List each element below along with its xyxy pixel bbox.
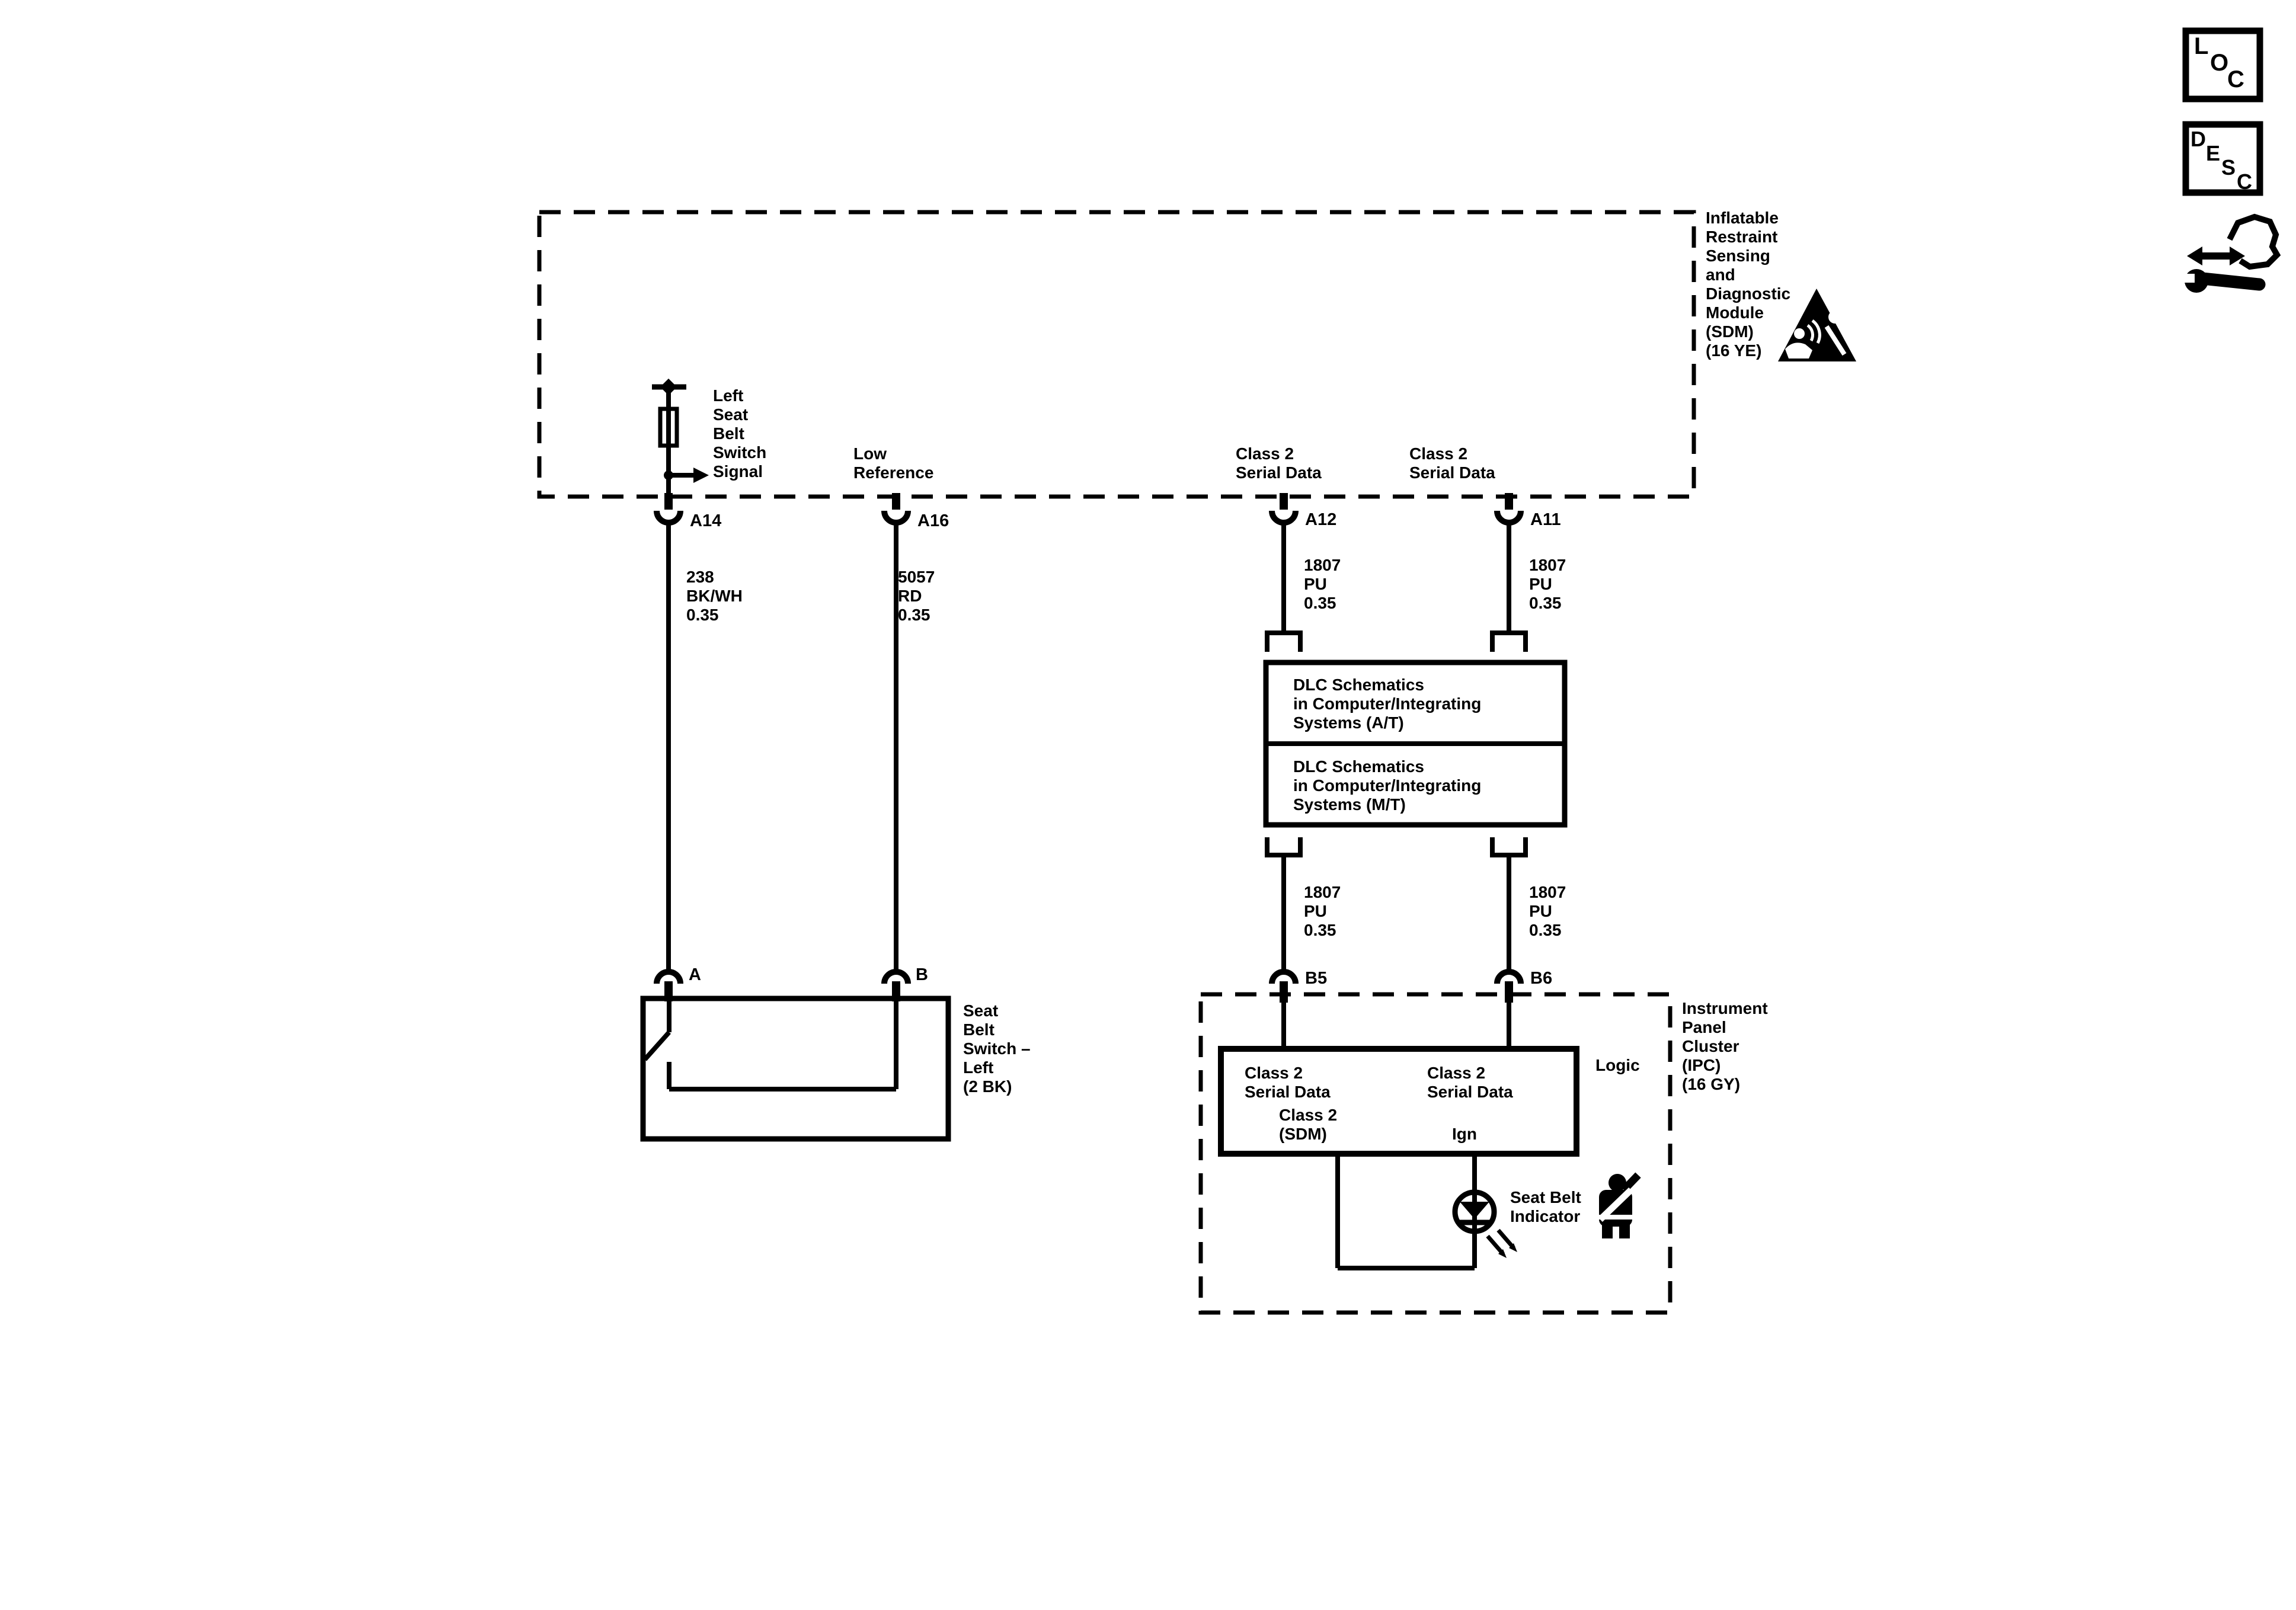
connector-a16 xyxy=(881,493,911,526)
loc-link-button[interactable] xyxy=(2182,27,2263,103)
seat-belt-switch-box xyxy=(640,996,951,1142)
ipc-ign-label: Ign xyxy=(1452,1125,1477,1143)
sdm-dashed-box xyxy=(537,210,1696,499)
signal-left-seat-belt-switch: Left Seat Belt Switch Signal xyxy=(713,386,767,481)
seat-belt-indicator-lamp xyxy=(1452,1189,1517,1258)
dlc-bracket-top-left xyxy=(1265,630,1303,652)
pin-label-a12: A12 xyxy=(1305,510,1337,529)
airbag-warning-icon xyxy=(1778,289,1856,361)
connector-b5 xyxy=(1269,969,1299,1003)
pin-label-b6: B6 xyxy=(1530,969,1553,988)
lamp-light-arrows xyxy=(1486,1228,1517,1258)
pin-label-a: A xyxy=(689,965,701,984)
connector-a xyxy=(654,969,683,1001)
connector-b6 xyxy=(1494,969,1524,1003)
loc-letter-o: O xyxy=(2210,50,2229,76)
pin-label-a11: A11 xyxy=(1530,510,1561,529)
dlc-schematics-mt-label[interactable]: DLC Schematics in Computer/Integrating S… xyxy=(1293,757,1482,814)
desc-link-button[interactable] xyxy=(2182,121,2263,196)
desc-letter-e: E xyxy=(2206,141,2221,165)
connector-b xyxy=(881,969,911,1001)
dlc-bracket-bottom-left xyxy=(1265,837,1303,857)
signal-class2-serial-data-a11: Class 2 Serial Data xyxy=(1409,444,1495,482)
wrench-icon xyxy=(2185,269,2266,293)
signal-low-reference: Low Reference xyxy=(853,444,934,482)
signal-class2-serial-data-a12: Class 2 Serial Data xyxy=(1236,444,1322,482)
dlc-bracket-bottom-right xyxy=(1490,837,1528,857)
pin-label-b: B xyxy=(916,965,928,984)
dlc-bracket-top-right xyxy=(1490,630,1528,652)
wire-label-1807-lower-right: 1807 PU 0.35 xyxy=(1529,883,1566,939)
switch-contact-symbol xyxy=(643,998,898,1092)
signal-arrow xyxy=(669,468,709,483)
seat-belt-indicator-label: Seat Belt Indicator xyxy=(1510,1188,1581,1225)
connector-a12 xyxy=(1269,493,1299,526)
ipc-class2-serial-data-left: Class 2 Serial Data xyxy=(1245,1064,1331,1101)
wire-label-1807-upper-right: 1807 PU 0.35 xyxy=(1529,556,1566,612)
wire-label-5057-rd: 5057 RD 0.35 xyxy=(898,568,935,624)
pin-label-b5: B5 xyxy=(1305,969,1328,988)
double-arrow-icon xyxy=(2187,247,2245,265)
loc-letter-c: C xyxy=(2227,66,2244,92)
wire-label-1807-lower-left: 1807 PU 0.35 xyxy=(1304,883,1341,939)
ipc-logic-label: Logic xyxy=(1595,1056,1640,1074)
ipc-logic-box xyxy=(1218,1046,1579,1157)
ipc-dashed-box xyxy=(1198,992,1673,1315)
seat-belt-switch-label: Seat Belt Switch – Left (2 BK) xyxy=(963,1001,1031,1096)
pin-label-a14: A14 xyxy=(690,511,722,530)
seat-belt-icon xyxy=(1598,1172,1641,1238)
wire-label-238-bkwh: 238 BK/WH 0.35 xyxy=(686,568,743,624)
dlc-schematics-at-label[interactable]: DLC Schematics in Computer/Integrating S… xyxy=(1293,676,1482,732)
connector-a14 xyxy=(654,493,683,526)
sdm-module-label: Inflatable Restraint Sensing and Diagnos… xyxy=(1706,209,1791,360)
pin-label-a16: A16 xyxy=(917,511,949,530)
desc-letter-d: D xyxy=(2191,127,2206,151)
ipc-module-label: Instrument Panel Cluster (IPC) (16 GY) xyxy=(1682,999,1768,1093)
wire-label-1807-upper-left: 1807 PU 0.35 xyxy=(1304,556,1341,612)
ipc-class2-sdm-label: Class 2 (SDM) xyxy=(1279,1106,1338,1143)
connector-outline-icon xyxy=(2227,213,2281,270)
connector-a11 xyxy=(1494,493,1524,526)
desc-letter-c: C xyxy=(2237,169,2252,194)
loc-letter-l: L xyxy=(2194,33,2209,59)
connector-view-tool-icon[interactable] xyxy=(2185,213,2281,293)
ipc-class2-serial-data-right: Class 2 Serial Data xyxy=(1427,1064,1513,1101)
desc-letter-s: S xyxy=(2221,155,2236,180)
